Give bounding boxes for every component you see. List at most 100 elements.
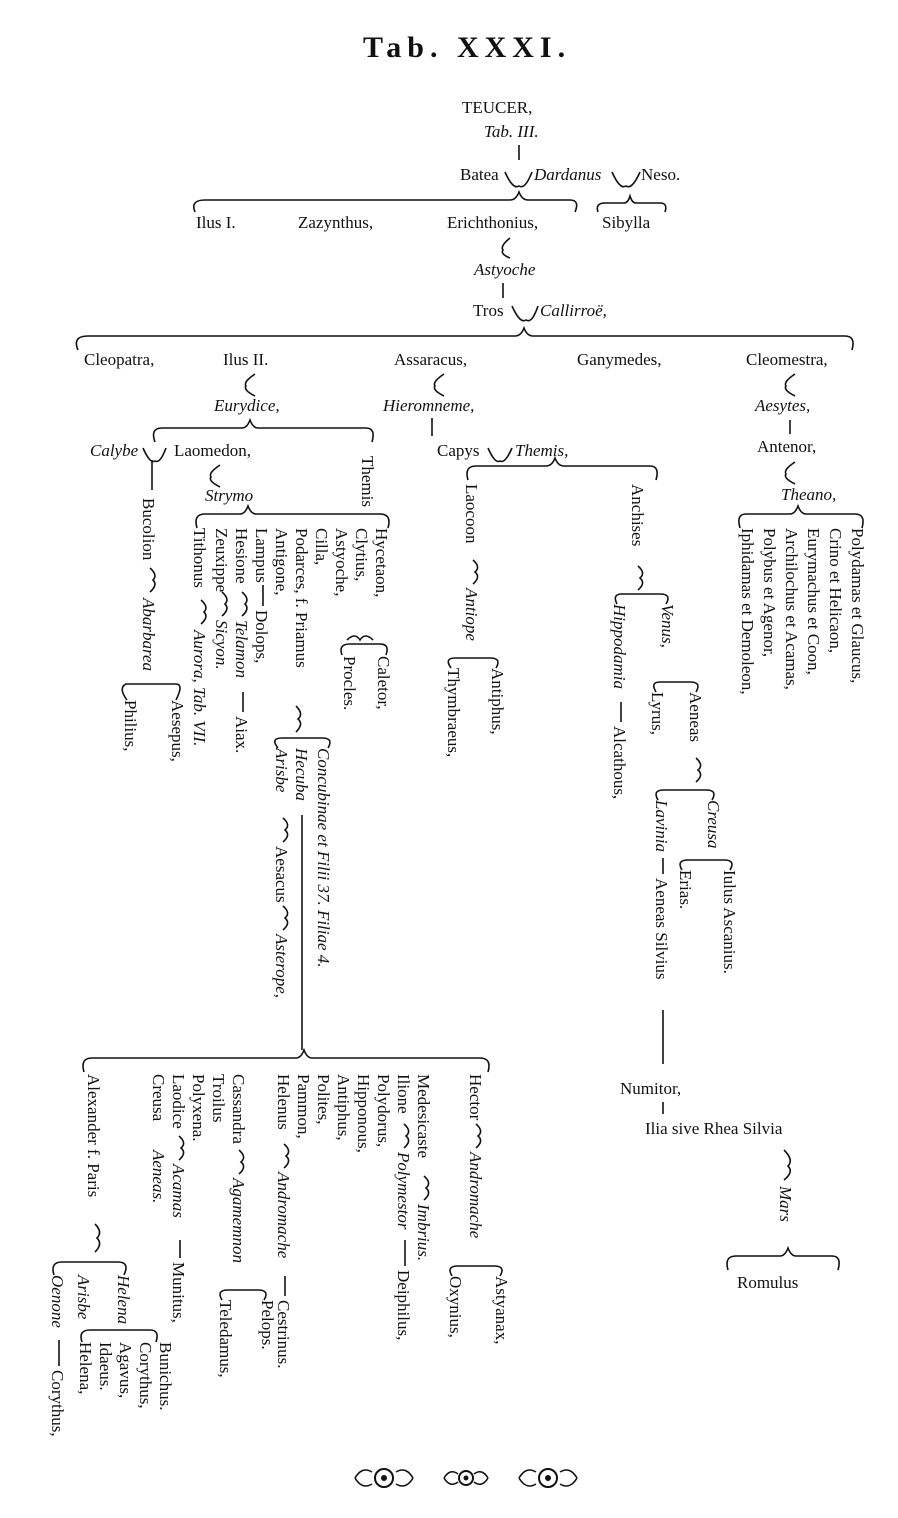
node-creusa-2: Creusa bbox=[149, 1074, 168, 1122]
node-aurora: Aurora, Tab. VII. bbox=[190, 629, 209, 746]
node-aeneas-silvius: Aeneas Silvius bbox=[652, 878, 671, 980]
node-strymo: Strymo bbox=[205, 486, 253, 505]
marriage-mark-clytius bbox=[346, 635, 374, 642]
node-ganymedes: Ganymedes, bbox=[577, 350, 662, 369]
node-pammon: Pammon, bbox=[294, 1074, 313, 1139]
node-sicyon: Sicyon. bbox=[212, 620, 231, 670]
node-laocoon: Laocoon bbox=[462, 484, 481, 544]
node-alcathous: Alcathous, bbox=[610, 726, 629, 799]
node-clytius: Clytius, bbox=[352, 528, 371, 581]
bracket-cassandra-children bbox=[219, 1289, 267, 1301]
node-dardanus: Dardanus bbox=[533, 165, 602, 184]
node-ilus-2: Ilus II. bbox=[223, 350, 268, 369]
node-aesytes: Aesytes, bbox=[754, 396, 810, 415]
node-podarces: Podarces, f. Priamus bbox=[292, 528, 311, 668]
node-asterope: Asterope, bbox=[272, 933, 291, 998]
marriage-mark-theano bbox=[784, 461, 796, 485]
node-idaeus: Idaeus. bbox=[96, 1342, 115, 1391]
node-hippodamia: Hippodamia bbox=[610, 603, 629, 689]
node-antenor-sons-2: Crino et Helicaon, bbox=[826, 528, 845, 653]
bracket-anchises-wives bbox=[614, 593, 669, 605]
node-hieromneme: Hieromneme, bbox=[382, 396, 474, 415]
node-bucolion: Bucolion bbox=[139, 498, 158, 561]
tailpiece-ornament-right bbox=[518, 1468, 578, 1488]
node-themis-1: Themis bbox=[358, 456, 377, 507]
node-telamon: Telamon bbox=[232, 620, 251, 678]
node-antenor-sons-6: Iphidamas et Demoleon, bbox=[738, 528, 757, 695]
node-troilus: Troilus bbox=[209, 1074, 228, 1123]
node-oxynius: Oxynius, bbox=[446, 1276, 465, 1338]
node-romulus: Romulus bbox=[737, 1273, 798, 1292]
node-antenor-sons-3: Eurymachus et Coon, bbox=[804, 528, 823, 675]
bracket-aeneas-wives bbox=[655, 789, 715, 801]
marriage-mark-antiope bbox=[472, 559, 479, 585]
node-hector: Hector bbox=[466, 1074, 485, 1121]
marriage-mark-batea bbox=[504, 171, 533, 188]
marriage-mark-sicyon bbox=[221, 591, 228, 617]
bracket-hecuba-children bbox=[82, 1047, 490, 1073]
node-tithonus: Tithonus bbox=[190, 528, 209, 588]
node-eurydice: Eurydice, bbox=[213, 396, 280, 415]
node-concubinae: Concubinae et Filii 37. Filiae 4. bbox=[314, 748, 333, 968]
marriage-mark-paris bbox=[94, 1223, 101, 1253]
node-antiphus-2: Antiphus, bbox=[334, 1074, 353, 1141]
node-astyoche-2: Astyoche, bbox=[332, 528, 351, 596]
node-arisbe-2: Arisbe bbox=[74, 1274, 93, 1320]
bracket-helena-children bbox=[80, 1329, 158, 1343]
bracket-batea-children bbox=[192, 189, 578, 213]
node-mars: Mars bbox=[776, 1185, 795, 1222]
marriage-mark-astyoche bbox=[501, 237, 511, 259]
node-laodice: Laodice bbox=[169, 1074, 188, 1129]
node-laomedon: Laomedon, bbox=[174, 441, 251, 460]
bracket-laomedon-children bbox=[195, 503, 390, 529]
bracket-clytius-children bbox=[340, 643, 388, 656]
marriage-mark-strymo bbox=[209, 464, 221, 488]
node-antiope: Antiope bbox=[462, 587, 481, 641]
node-acamas: Acamas bbox=[169, 1163, 188, 1218]
node-corythus-2: Corythus, bbox=[136, 1342, 155, 1409]
node-cleomestra: Cleomestra, bbox=[746, 350, 828, 369]
node-oenone: Oenone bbox=[48, 1275, 67, 1328]
node-zazynthus: Zazynthus, bbox=[298, 213, 373, 232]
node-ilione: Ilione bbox=[394, 1074, 413, 1114]
node-aesacus: Aesacus bbox=[272, 846, 291, 903]
node-hesione: Hesione bbox=[232, 528, 251, 584]
bracket-laocoon-children bbox=[447, 657, 499, 669]
node-polites: Polites, bbox=[314, 1074, 333, 1125]
node-antenor-sons-4: Archilochus et Acamas, bbox=[782, 528, 801, 690]
bracket-bucolion-children bbox=[121, 683, 181, 701]
node-antenor-sons-5: Polybus et Agenor, bbox=[760, 528, 779, 657]
node-batea: Batea bbox=[460, 165, 499, 184]
node-antenor-sons-1: Polydamas et Glaucus, bbox=[848, 528, 867, 683]
node-zeuxippe: Zeuxippe bbox=[212, 528, 231, 592]
node-aiax: Aiax. bbox=[232, 716, 251, 753]
node-helena-2: Helena, bbox=[76, 1342, 95, 1394]
node-sibylla: Sibylla bbox=[602, 213, 651, 232]
marriage-mark-telamon bbox=[241, 591, 248, 617]
node-munitus: Munitus, bbox=[169, 1262, 188, 1323]
tailpiece-ornament-left bbox=[354, 1468, 414, 1488]
node-ilus-1: Ilus I. bbox=[196, 213, 236, 232]
node-antiphus: Antiphus, bbox=[488, 668, 507, 735]
node-agavus: Agavus, bbox=[116, 1342, 135, 1398]
marriage-mark-hector bbox=[475, 1123, 482, 1149]
node-iulus: Iulus Ascanius. bbox=[720, 870, 739, 974]
node-helenus: Helenus bbox=[274, 1074, 293, 1130]
node-astyanax: Astyanax, bbox=[492, 1276, 511, 1344]
node-creusa: Creusa bbox=[704, 800, 723, 849]
node-assaracus: Assaracus, bbox=[394, 350, 467, 369]
node-teucer: TEUCER, bbox=[462, 98, 532, 117]
node-theano: Theano, bbox=[781, 485, 836, 504]
node-cestrinus: Cestrinus. bbox=[274, 1300, 293, 1368]
bracket-tros-children bbox=[75, 325, 854, 351]
node-erias: Erias. bbox=[676, 870, 695, 909]
node-cilla: Cilla, bbox=[312, 528, 331, 565]
node-arisbe: Arisbe bbox=[272, 747, 291, 793]
bracket-paris-wives bbox=[52, 1261, 127, 1276]
node-aeneas-2: Aeneas. bbox=[149, 1149, 168, 1203]
node-themis-2: Themis, bbox=[515, 441, 568, 460]
node-hycetaon: Hycetaon, bbox=[372, 528, 391, 597]
marriage-mark-ilione bbox=[403, 1123, 410, 1149]
node-polymestor: Polymestor bbox=[394, 1151, 413, 1230]
